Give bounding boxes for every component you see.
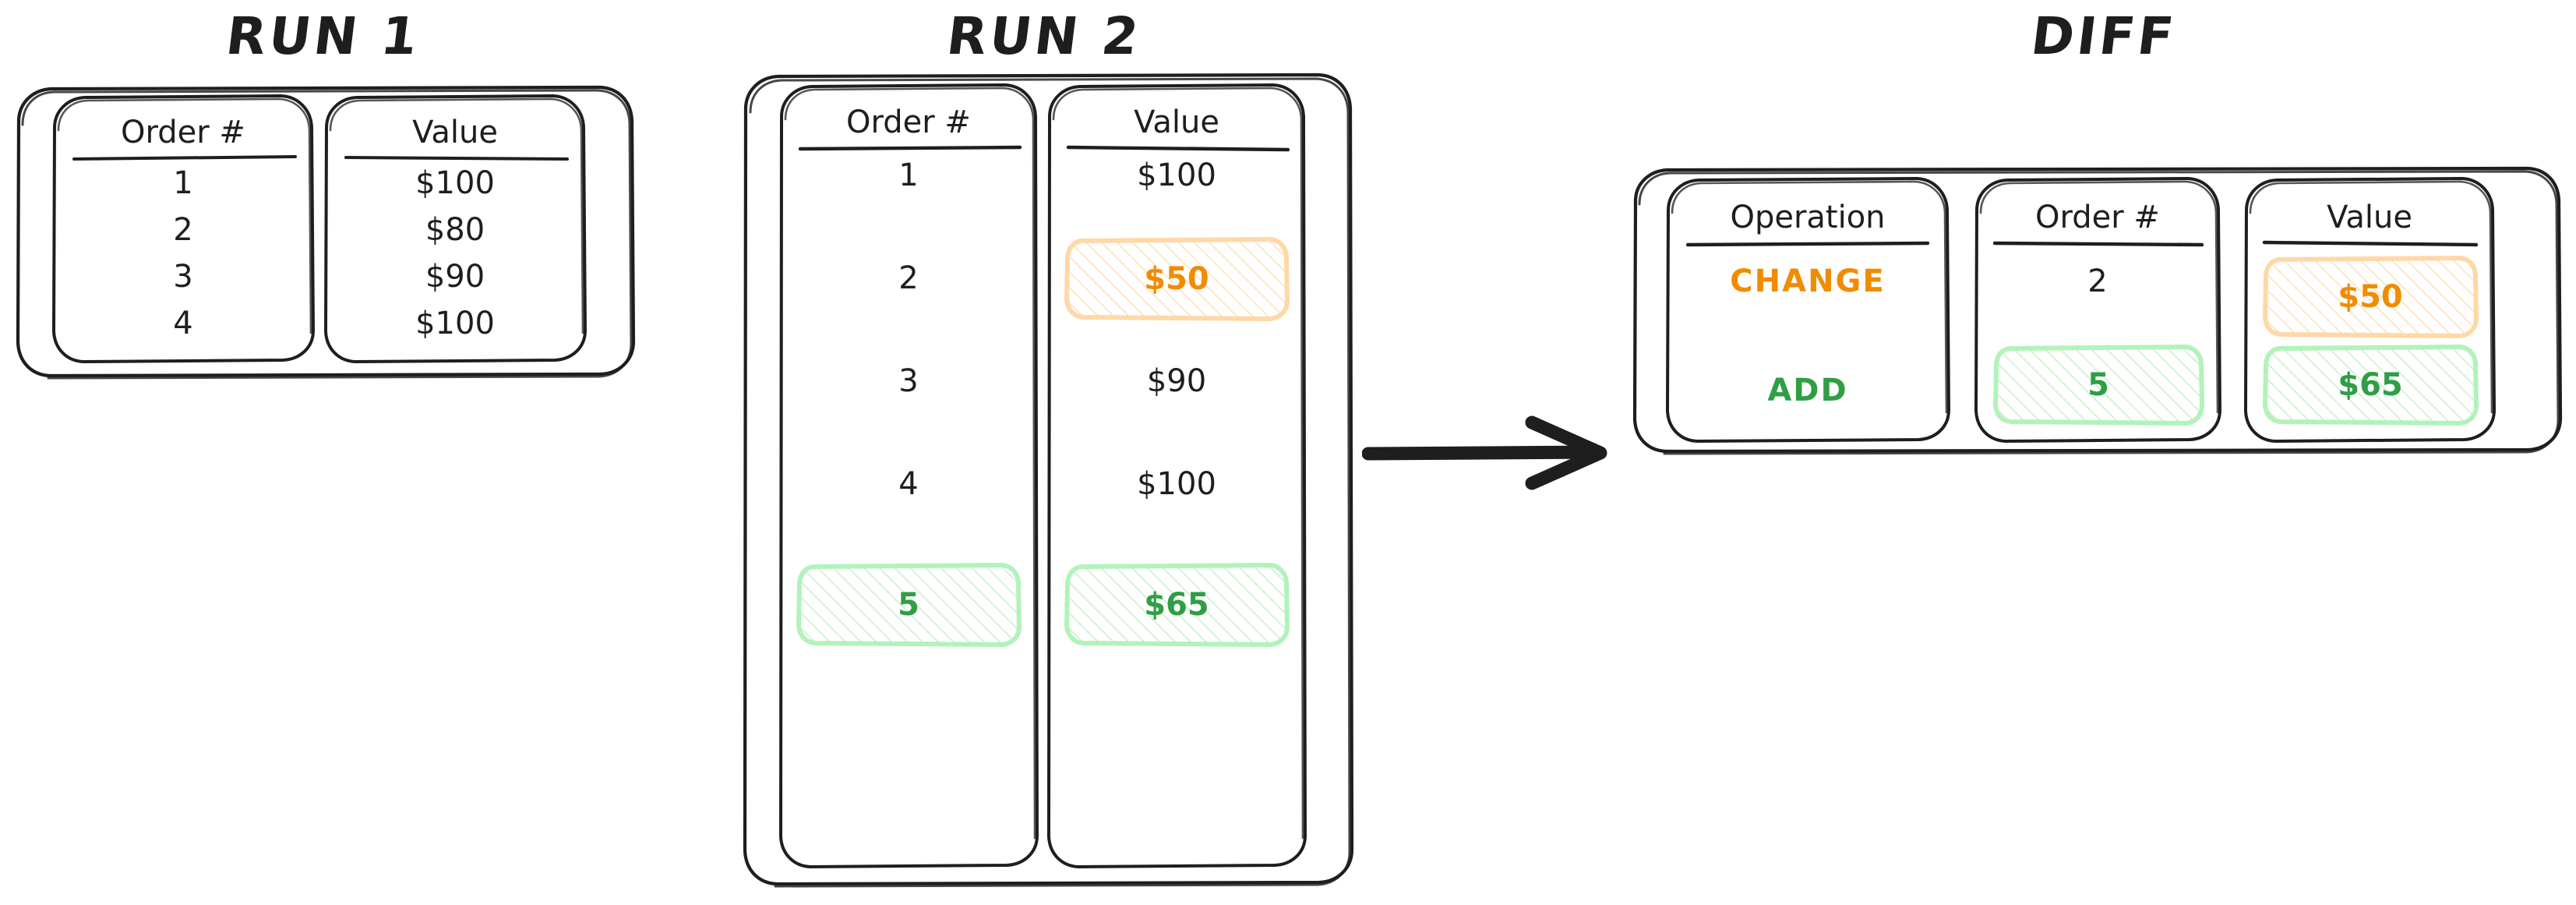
run2-value-header: Value: [1134, 104, 1219, 140]
run2-column-order: Order # 1 2 3 4 5: [778, 83, 1039, 870]
run2-value-cell-4: $65: [1144, 587, 1209, 623]
run2-value-rule: [1066, 145, 1290, 152]
diff-order-cell-0: 2: [2087, 263, 2108, 299]
diff-column-value: Value $50 $65: [2243, 176, 2497, 444]
diff-title: DIFF: [2027, 6, 2180, 66]
run2-column-value: Value $100 $50 $90 $100 $65: [1046, 83, 1307, 870]
run2-order-cell-3: 4: [898, 466, 919, 502]
run1-order-cell-2: 3: [173, 259, 193, 295]
run1-value-cell-3: $100: [415, 306, 495, 341]
run1-value-cell-2: $90: [425, 259, 485, 295]
diff-operation-rule: [1685, 241, 1930, 247]
diff-operation-cell-1: ADD: [1767, 373, 1848, 408]
run1-value-header: Value: [412, 115, 498, 150]
run1-card: Order # 1 2 3 4 Value $100 $80 $90 $100: [14, 84, 636, 380]
arrow-icon: [1361, 412, 1619, 497]
run2-value-cell-1-chip: $50: [1064, 236, 1290, 322]
run2-value-cell-3: $100: [1137, 466, 1216, 502]
diff-order-header: Order #: [2035, 200, 2160, 235]
diff-card: Operation CHANGE ADD Order # 2: [1630, 165, 2564, 455]
diff-order-cell-1-chip: 5: [1992, 344, 2205, 426]
diff-value-cell-1-chip: $65: [2262, 344, 2479, 426]
run2-order-cell-1: 2: [898, 260, 919, 296]
diff-value-rule: [2262, 240, 2479, 247]
run2-title: RUN 2: [943, 6, 1145, 66]
diff-operation-cell-0: CHANGE: [1730, 263, 1886, 299]
run1-value-rule: [344, 156, 569, 161]
diff-order-cell-1: 5: [2087, 367, 2109, 403]
run1-order-rule: [72, 155, 297, 161]
run1-order-header: Order #: [121, 115, 245, 150]
run1-title: RUN 1: [222, 6, 425, 66]
run2-order-cell-2: 3: [898, 363, 919, 399]
run2-order-rule: [798, 145, 1022, 151]
run1-column-order: Order # 1 2 3 4: [51, 94, 316, 365]
run2-value-cell-0: $100: [1137, 157, 1216, 193]
diff-value-header: Value: [2327, 200, 2412, 235]
diff-operation-header: Operation: [1730, 200, 1886, 235]
run2-order-header: Order #: [846, 104, 971, 140]
run2-value-cell-1: $50: [1144, 261, 1209, 297]
run1-order-cell-3: 4: [173, 306, 193, 341]
run1-column-value: Value $100 $80 $90 $100: [323, 94, 588, 365]
run2-order-cell-4: 5: [898, 587, 919, 623]
run2-value-cell-2: $90: [1146, 363, 1207, 399]
diff-column-order: Order # 2 5: [1973, 176, 2222, 444]
diff-value-cell-1: $65: [2338, 367, 2403, 403]
diff-value-cell-0: $50: [2338, 279, 2403, 315]
diff-column-operation: Operation CHANGE ADD: [1664, 176, 1951, 444]
run1-value-cell-0: $100: [415, 165, 495, 201]
diff-order-rule: [1992, 241, 2204, 247]
run2-card: Order # 1 2 3 4 5 Value: [740, 72, 1354, 888]
run1-order-cell-1: 2: [173, 212, 193, 248]
diff-value-cell-0-chip: $50: [2262, 255, 2479, 339]
run2-order-cell-4-chip: 5: [796, 562, 1022, 648]
run1-order-cell-0: 1: [173, 165, 193, 201]
run2-order-cell-0: 1: [898, 157, 919, 193]
run2-value-cell-4-chip: $65: [1064, 562, 1290, 648]
run1-value-cell-1: $80: [425, 212, 485, 248]
